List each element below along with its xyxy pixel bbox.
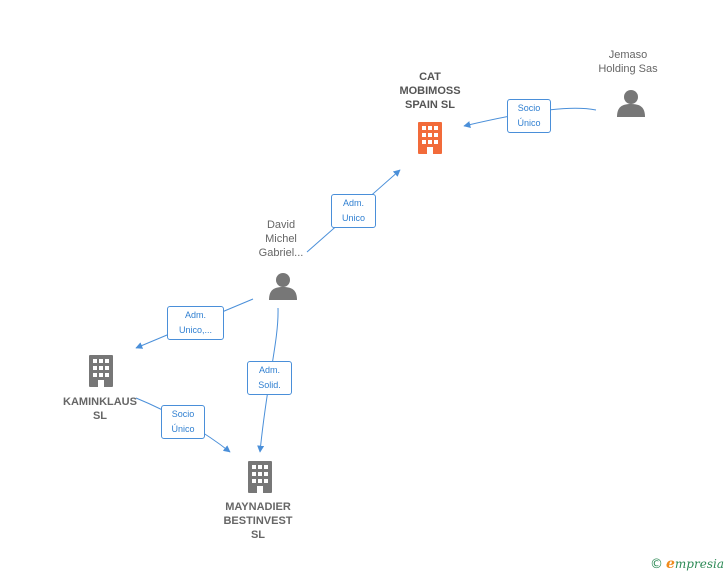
node-label-kaminklaus[interactable]: KAMINKLAUS SL xyxy=(63,396,137,422)
node-label-maynadier[interactable]: MAYNADIER BESTINVEST SL xyxy=(223,501,293,541)
edge-label-david-maynadier[interactable]: Adm. Solid. xyxy=(247,361,292,395)
node-label-david[interactable]: David Michel Gabriel... xyxy=(258,219,304,259)
edge-label-jemaso-cat[interactable]: Socio Único xyxy=(507,99,551,133)
building-icon-kaminklaus[interactable] xyxy=(89,355,113,387)
node-label-cat[interactable]: CAT MOBIMOSS SPAIN SL xyxy=(399,71,461,111)
edge-label-david-kaminklaus[interactable]: Adm. Unico,... xyxy=(167,306,224,340)
copyright-icon: © xyxy=(650,557,663,572)
edge-label-david-cat[interactable]: Adm. Unico xyxy=(331,194,376,228)
brand-logo: ©empresia xyxy=(650,556,724,572)
person-icon-jemaso[interactable] xyxy=(617,90,645,117)
edges-layer xyxy=(135,107,597,453)
node-label-jemaso[interactable]: Jemaso Holding Sas xyxy=(598,49,658,75)
edge-label-kaminklaus-maynadier[interactable]: Socio Único xyxy=(161,405,205,439)
brand-name: mpresia xyxy=(674,557,724,571)
building-icon-cat[interactable] xyxy=(418,122,442,154)
brand-initial: e xyxy=(666,556,675,572)
person-icon-david[interactable] xyxy=(269,273,297,300)
building-icon-maynadier[interactable] xyxy=(248,461,272,493)
